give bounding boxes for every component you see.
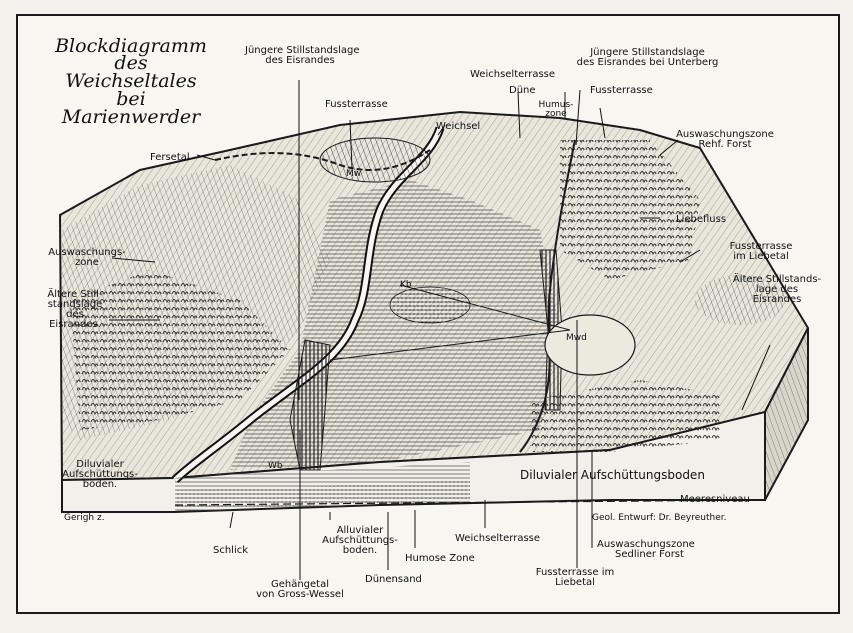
leader-lines (109, 80, 771, 580)
label-juengere-stillstandslage-1: Jüngere Stillstandslage des Eisrandes (245, 45, 360, 66)
label-weichselterrasse-bottom: Weichselterrasse (455, 533, 541, 544)
front-layer-dunes (176, 480, 470, 510)
label-aeltere-stillstandslage-left: Ältere Still- standslage des Eisrandes. (47, 289, 103, 330)
label-fussterrasse-2: Fussterrasse (590, 85, 653, 96)
title-line-2: des (114, 52, 148, 74)
place-marker-wb: Wb (268, 461, 283, 471)
label-auswaschungszone-rehf: Auswaschungszone Rehf. Forst (676, 129, 774, 150)
title-line-4: bei (116, 88, 146, 110)
label-weichsel: Weichsel (436, 121, 481, 132)
label-aeltere-stillstandslage-right: Ältere Stillstands- lage des Eisrandes (732, 274, 822, 305)
label-weichselterrasse-top: Weichselterrasse (470, 69, 556, 80)
terrace-right (695, 275, 785, 325)
label-fussterrasse-1: Fussterrasse (325, 99, 388, 110)
label-geol-entwurf: Geol. Entwurf: Dr. Beyreuther. (592, 513, 727, 523)
label-alluvialer: Alluvialer Aufschüttungs- boden. (322, 525, 398, 556)
hill-mwd (544, 314, 636, 376)
label-diluvialer-bottom: Diluvialer Aufschüttungsboden (520, 468, 705, 482)
hill-mw (319, 137, 431, 183)
label-gehaengetal: Gehängetal von Gross-Wessel (256, 579, 344, 600)
label-fersetal: Fersetal (150, 152, 190, 163)
label-gerigh: Gerigh z. (64, 513, 105, 523)
label-auswaschungszone-sedliner: Auswaschungszone Sedliner Forst (597, 539, 695, 560)
forest-left (70, 270, 290, 430)
place-marker-mwd: Mwd (566, 333, 587, 343)
sea-level-line (174, 499, 766, 506)
label-humose-zone: Humose Zone (405, 553, 475, 564)
title-line-1: Blockdiagramm (55, 35, 207, 57)
label-fussterrasse-liebetal: Fussterrasse im Liebetal (729, 241, 793, 262)
label-juengere-stillstandslage-2: Jüngere Stillstandslage des Eisrandes be… (576, 47, 719, 68)
label-diluvialer-left: Diluvialer Aufschüttungs- boden. (62, 459, 138, 490)
dune-area (389, 286, 471, 324)
label-humuszone-top: Humus- zone (538, 100, 574, 119)
place-marker-kb: Kb (400, 280, 412, 290)
label-liebefluss: Liebefluss (676, 214, 727, 225)
forest-right (560, 140, 700, 280)
place-marker-mw: Mw (346, 169, 362, 179)
title-line-5: Marienwerder (61, 106, 201, 128)
label-meeresniveau: Meeresniveau (680, 494, 750, 505)
label-auswaschungszone-left: Auswaschungs- zone (48, 247, 126, 268)
title-line-3: Weichseltales (65, 70, 197, 92)
label-fussterrasse-liebetal-bottom: Fussterrasse im Liebetal (535, 567, 615, 588)
label-schlick: Schlick (213, 545, 249, 556)
label-duene: Düne (509, 85, 536, 96)
label-duenensand: Dünensand (365, 574, 422, 585)
